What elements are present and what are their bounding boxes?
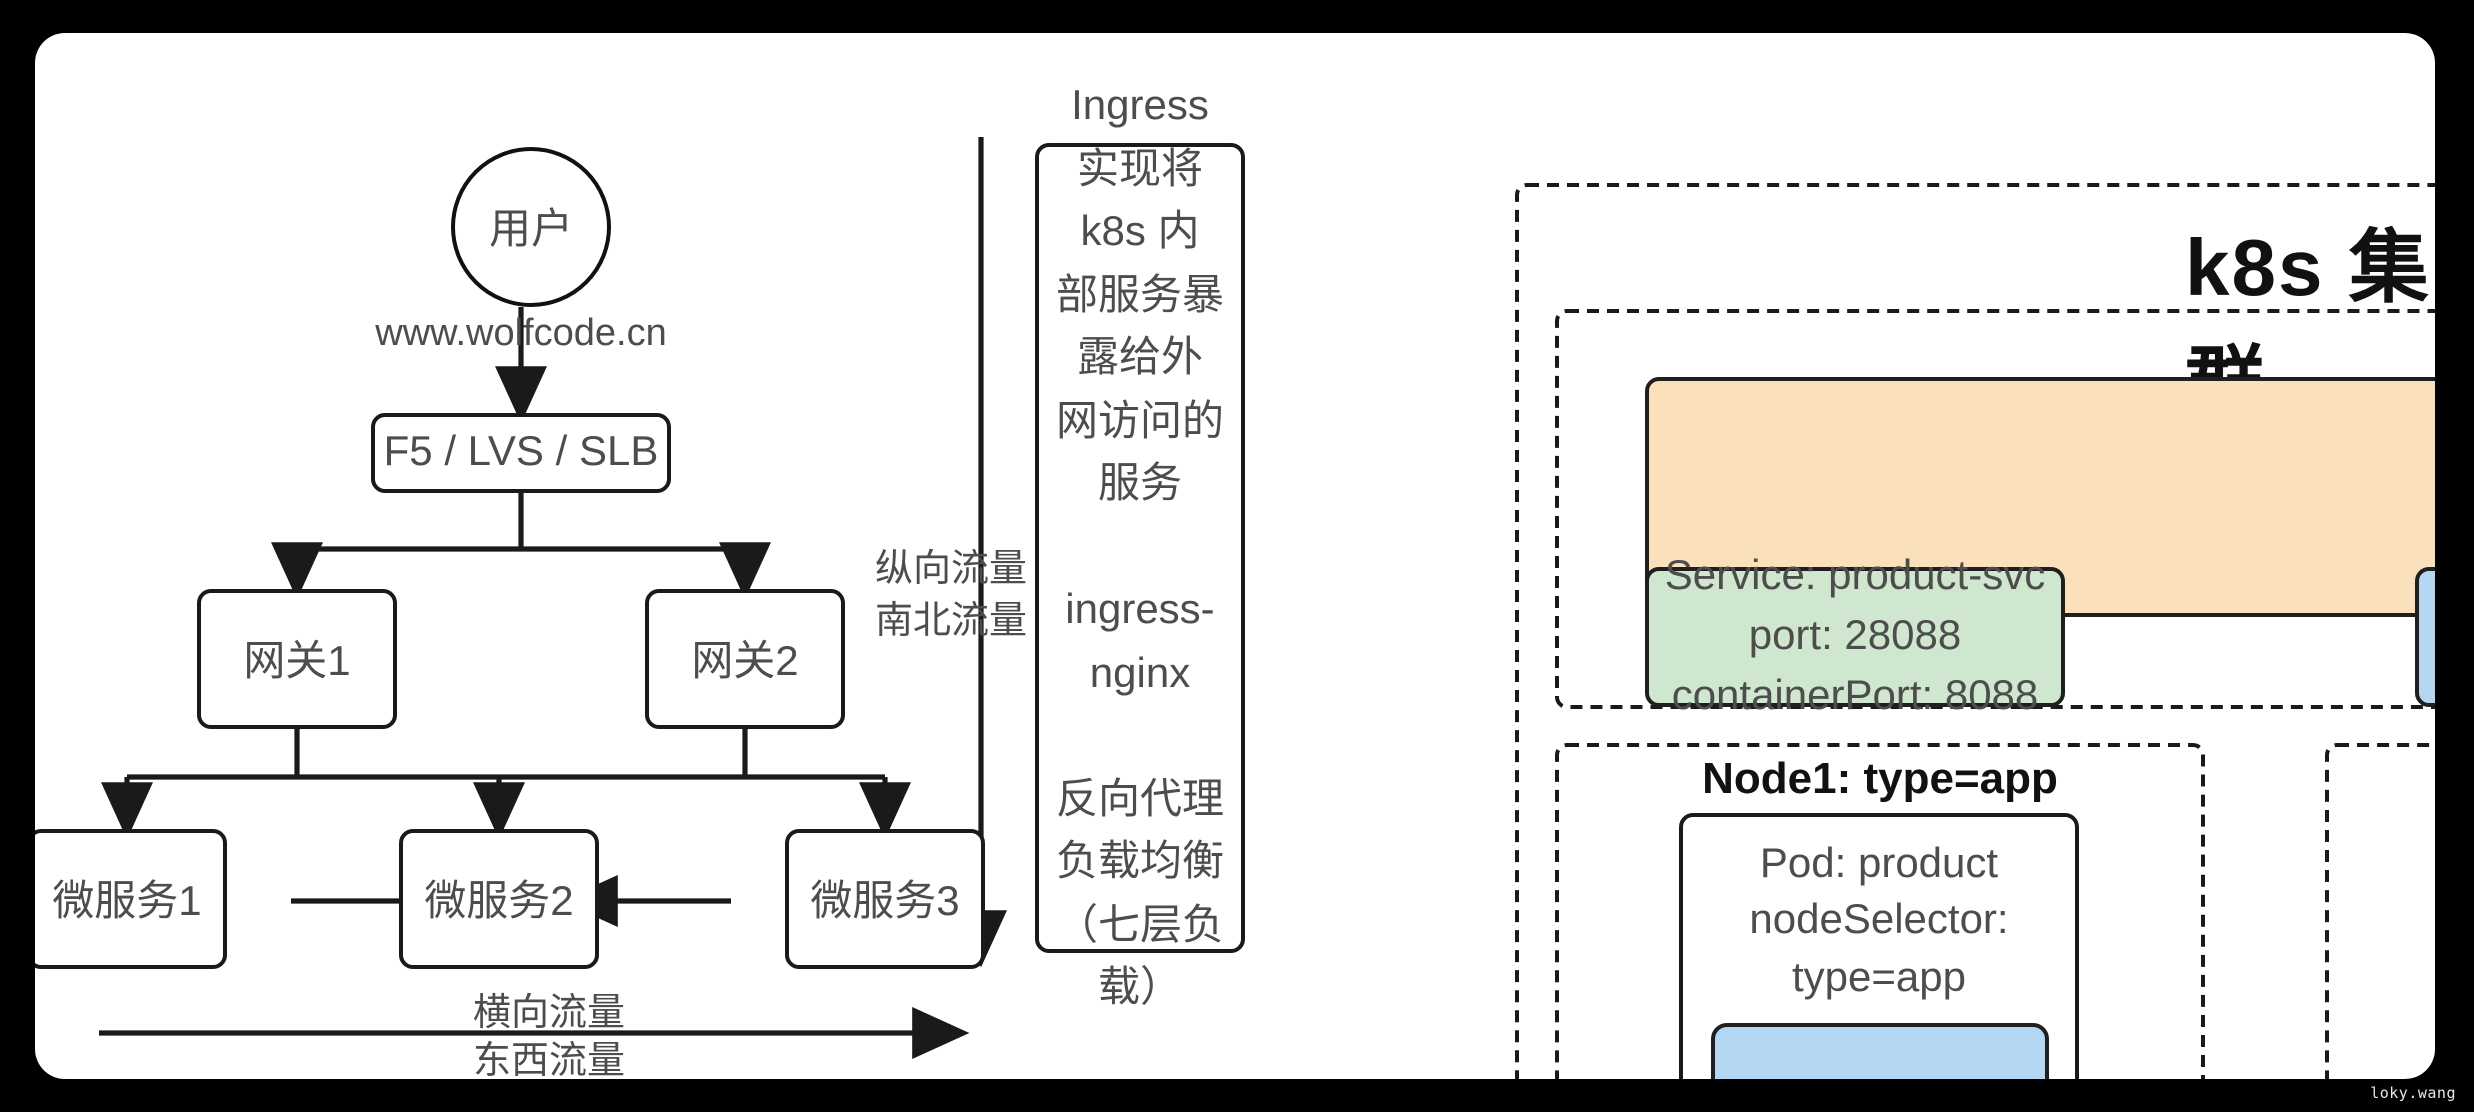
left-microservice2-node[interactable]: 微服务2 bbox=[399, 829, 599, 969]
service-order-svc-box: Service: order-svc port: 28099 container… bbox=[2415, 567, 2435, 707]
external-access-label: 外部访问 bbox=[2429, 241, 2435, 292]
diagram-canvas: 用户 www.wolfcode.cn F5 / LVS / SLB 网关1 网关2 微服务… bbox=[35, 33, 2435, 1079]
left-user-node[interactable]: 用户 bbox=[451, 147, 611, 307]
node1-container-box: 容器1 商品服务:8088 订单: order-svc:28099 bbox=[1710, 1023, 2048, 1079]
left-microservice1-node[interactable]: 微服务1 bbox=[35, 829, 227, 969]
node3-label: Node3: type=gateway bbox=[1835, 323, 2435, 375]
vertical-traffic-label: 纵向流量 南北流量 bbox=[874, 549, 1027, 643]
node1-pod-box: Pod: product nodeSelector: type=app 容器1 … bbox=[1679, 813, 2079, 1079]
left-gateway2-node[interactable]: 网关2 bbox=[645, 589, 845, 729]
node2-label: Node2: type=app bbox=[2405, 753, 2435, 805]
node2-boundary bbox=[2325, 743, 2435, 1079]
k8s-cluster-boundary bbox=[1515, 183, 2435, 1079]
service-product-svc-box: Service: product-svc port: 28088 contain… bbox=[1645, 554, 2065, 719]
node1-boundary bbox=[1555, 743, 2205, 1079]
left-f5-lvs-slb-node[interactable]: F5 / LVS / SLB bbox=[371, 413, 671, 493]
left-gateway1-node[interactable]: 网关1 bbox=[197, 589, 397, 729]
scaled-layer: 用户 www.wolfcode.cn F5 / LVS / SLB 网关1 网关2 微服务… bbox=[35, 33, 2435, 1079]
horizontal-traffic-label-top: 横向流量 bbox=[472, 993, 625, 1035]
left-microservice3-node[interactable]: 微服务3 bbox=[785, 829, 985, 969]
horizontal-traffic-label-bottom: 东西流量 bbox=[472, 1041, 625, 1079]
left-domain-label: www.wolfcode.cn bbox=[375, 313, 667, 355]
node3-boundary bbox=[1555, 309, 2435, 709]
left-ingress-note-box: Ingress 实现将 k8s 内 部服务暴露给外 网访问的服务 ingress… bbox=[1035, 84, 1245, 1012]
node1-pod-title: Pod: product nodeSelector: type=app bbox=[1749, 841, 2009, 1001]
node1-label: Node1: type=app bbox=[1702, 753, 2058, 803]
watermark: loky.wang bbox=[2370, 1084, 2456, 1102]
